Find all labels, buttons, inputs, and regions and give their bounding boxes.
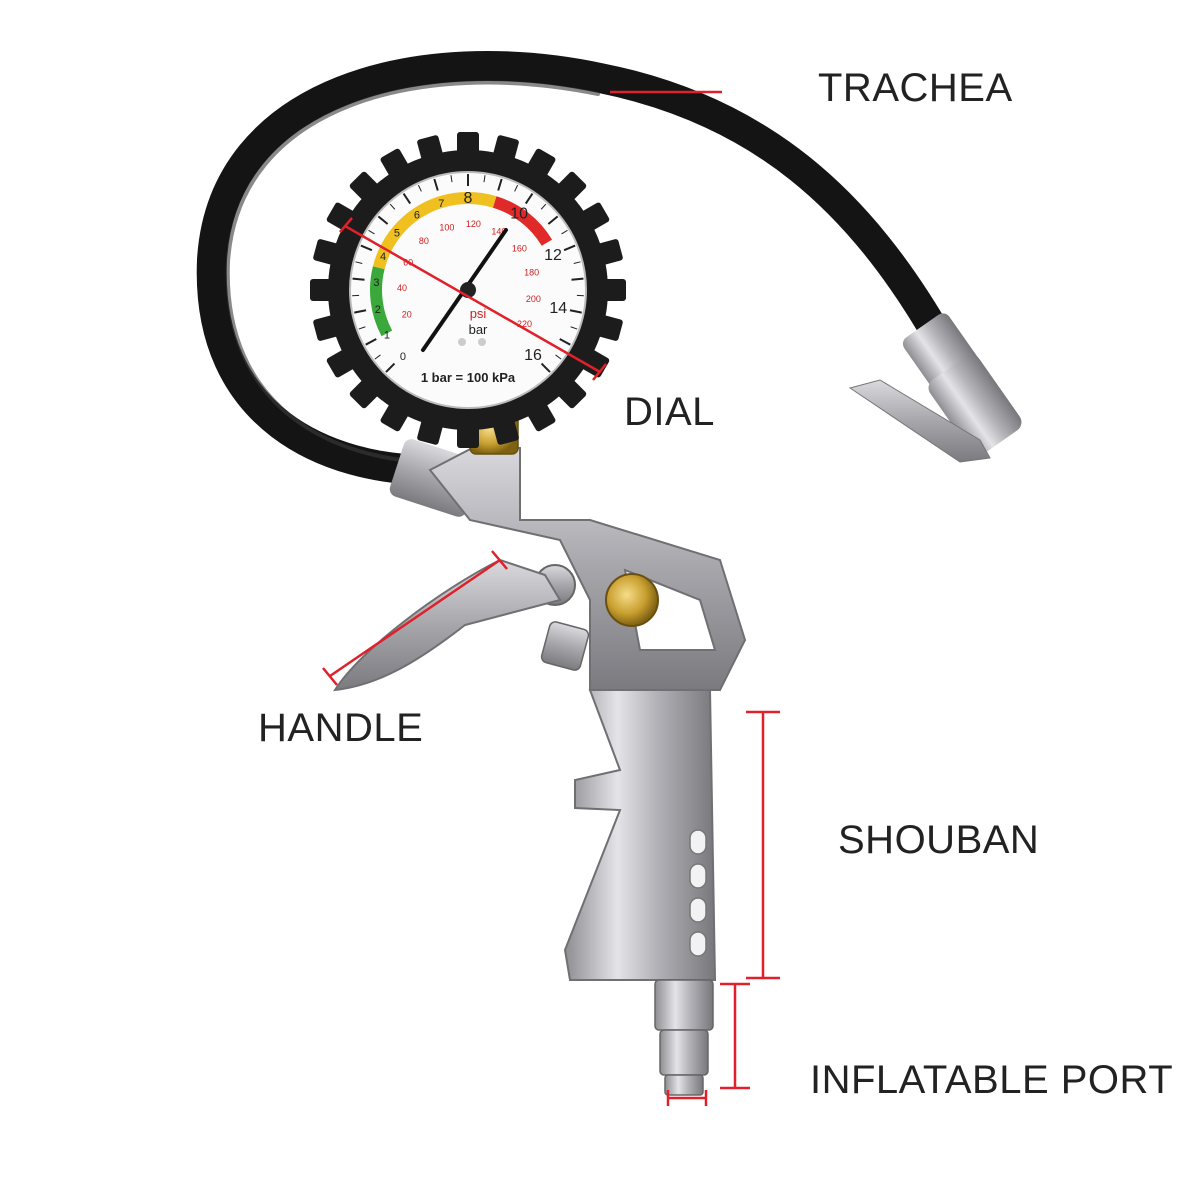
bar-tick-label: 12: [544, 247, 562, 264]
psi-tick-label: 140: [491, 227, 506, 237]
bar-tick-label: 7: [438, 198, 444, 210]
bar-tick-mark: [377, 215, 389, 225]
bar-tick-mark: [561, 229, 568, 235]
bar-tick-label: 2: [375, 304, 381, 316]
psi-tick-label: 120: [466, 219, 481, 229]
handle-leader-cap-b: [491, 550, 508, 570]
bar-tick-mark: [497, 178, 503, 191]
bar-tick-mark: [365, 338, 377, 346]
bar-tick-mark: [569, 309, 582, 314]
psi-tick-label: 220: [517, 319, 532, 329]
bar-tick-mark: [374, 354, 381, 360]
psi-tick-label: 100: [439, 222, 454, 232]
bar-tick-mark: [433, 178, 439, 191]
bar-tick-label: 10: [510, 206, 528, 223]
bar-tick-label: 6: [414, 210, 420, 222]
bar-tick-label: 8: [464, 190, 473, 207]
bar-tick-mark: [573, 261, 581, 265]
bar-tick-mark: [540, 203, 547, 210]
bar-tick-label: 3: [373, 277, 379, 289]
inflatable-port-fitting: [654, 979, 714, 1096]
bar-tick-mark: [354, 309, 367, 314]
hose: [196, 51, 955, 485]
label-dial: DIAL: [624, 390, 715, 434]
bar-tick-mark: [450, 175, 453, 183]
bar-tick-mark: [360, 244, 373, 252]
bar-tick-mark: [570, 326, 578, 330]
air-chuck: [848, 313, 1022, 463]
label-inflatable-port: INFLATABLE PORT: [810, 1058, 1174, 1102]
bar-tick-mark: [358, 326, 366, 330]
bar-tick-mark: [540, 362, 551, 373]
bar-tick-mark: [571, 277, 584, 281]
bar-tick-label: 1: [384, 329, 390, 341]
gauge-unit-bar: bar: [469, 322, 488, 337]
gauge-unit-psi: psi: [470, 306, 487, 321]
dial-leader: [344, 224, 601, 374]
bar-tick-mark: [368, 229, 375, 235]
bar-tick-mark: [524, 192, 534, 205]
handle-leader-cap-a: [322, 667, 338, 686]
label-handle: HANDLE: [258, 706, 424, 750]
label-shouban: SHOUBAN: [838, 818, 1040, 862]
psi-tick-label: 80: [419, 236, 429, 246]
psi-tick-label: 200: [526, 294, 541, 304]
bar-tick-mark: [389, 203, 396, 210]
psi-tick-label: 20: [402, 309, 412, 319]
leader-lines: [322, 90, 780, 1106]
bar-tick-mark: [547, 215, 559, 225]
bar-tick-mark: [555, 354, 562, 360]
bar-tick-label: 16: [524, 347, 542, 364]
bar-tick-mark: [402, 192, 412, 205]
bar-tick-mark: [355, 261, 363, 265]
label-trachea: TRACHEA: [818, 66, 1013, 110]
bar-tick-mark: [514, 184, 519, 192]
zone-red: [492, 196, 553, 246]
bar-tick-mark: [483, 175, 486, 183]
handle-leader: [329, 558, 501, 678]
psi-tick-label: 40: [397, 283, 407, 293]
inflator-body: [389, 439, 747, 981]
zone-green: [370, 266, 393, 337]
bar-tick-label: 4: [380, 251, 386, 263]
dial-leader-cap-b: [592, 363, 607, 381]
bar-tick-label: 5: [394, 228, 400, 240]
bar-tick-mark: [563, 244, 576, 252]
bar-tick-mark: [417, 184, 422, 192]
trigger-lever: [333, 558, 562, 692]
bar-tick-mark: [559, 338, 571, 346]
psi-tick-label: 160: [512, 244, 527, 254]
dial-leader-cap-a: [339, 217, 353, 233]
psi-tick-label: 180: [524, 267, 539, 277]
bar-tick-label: 14: [549, 300, 567, 317]
gauge-footer: 1 bar = 100 kPa: [421, 370, 516, 385]
bar-tick-mark: [352, 277, 365, 281]
bar-tick-mark: [385, 362, 396, 373]
bar-tick-label: 0: [400, 351, 406, 363]
